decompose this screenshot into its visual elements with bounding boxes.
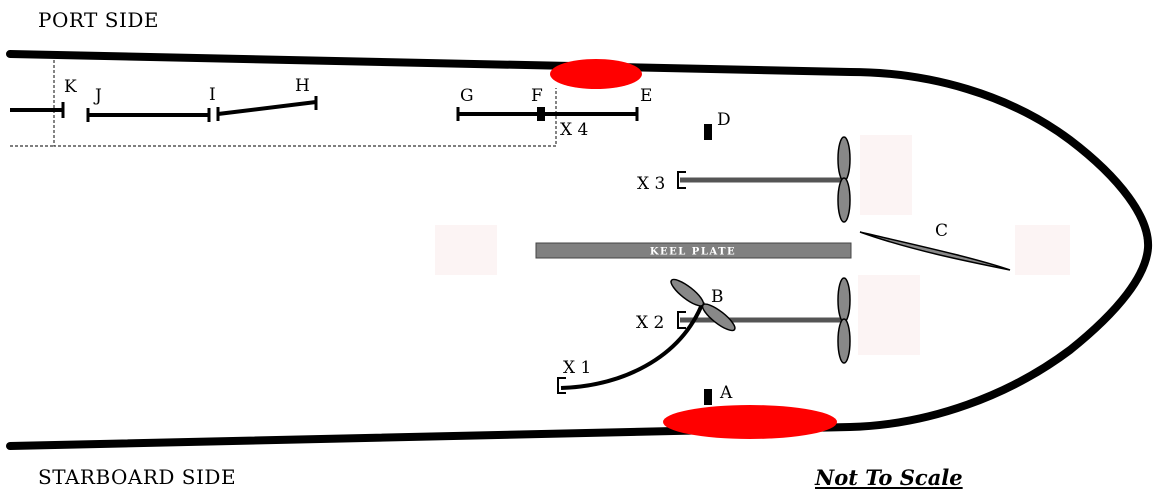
label-d: D bbox=[717, 110, 731, 130]
keel-plate-label: KEEL PLATE bbox=[650, 247, 736, 258]
shaft-x2-bracket bbox=[677, 311, 686, 329]
not-to-scale-note: Not To Scale bbox=[815, 465, 963, 490]
label-x1: X 1 bbox=[563, 358, 591, 378]
dashed-boundary bbox=[53, 60, 557, 147]
label-e: E bbox=[640, 86, 652, 106]
label-h: H bbox=[295, 76, 310, 96]
label-x3: X 3 bbox=[637, 174, 665, 194]
bg-patch bbox=[858, 275, 920, 355]
port-side-label: PORT SIDE bbox=[38, 8, 159, 32]
port-fender bbox=[550, 59, 642, 89]
segment-f-mark bbox=[537, 107, 545, 121]
rudder-c bbox=[859, 231, 1011, 271]
marker-a-block bbox=[704, 389, 712, 405]
label-a: A bbox=[719, 383, 733, 403]
segment-i-h bbox=[217, 100, 317, 116]
x1-bracket bbox=[557, 377, 566, 394]
shaft-x3-bracket bbox=[677, 171, 686, 189]
bg-patch bbox=[860, 135, 912, 215]
propeller-x2 bbox=[837, 277, 851, 364]
propeller-x3 bbox=[837, 136, 851, 223]
marker-d-block bbox=[704, 124, 712, 140]
label-k: K bbox=[64, 77, 77, 97]
bg-patch bbox=[1015, 225, 1070, 275]
starboard-side-label: STARBOARD SIDE bbox=[38, 465, 237, 489]
bg-patch bbox=[435, 225, 497, 275]
label-g: G bbox=[460, 86, 474, 106]
label-j: J bbox=[93, 86, 102, 106]
keel-plate bbox=[535, 242, 852, 259]
hull-outline bbox=[6, 50, 1153, 450]
starboard-fender bbox=[663, 405, 837, 439]
propeller-b bbox=[670, 278, 736, 332]
label-x4: X 4 bbox=[560, 120, 588, 140]
label-x2: X 2 bbox=[636, 313, 664, 333]
label-c: C bbox=[935, 221, 948, 241]
curved-line-x1-b bbox=[560, 301, 705, 390]
label-i: I bbox=[209, 85, 216, 105]
label-b: B bbox=[711, 287, 724, 307]
label-f: F bbox=[531, 86, 543, 106]
